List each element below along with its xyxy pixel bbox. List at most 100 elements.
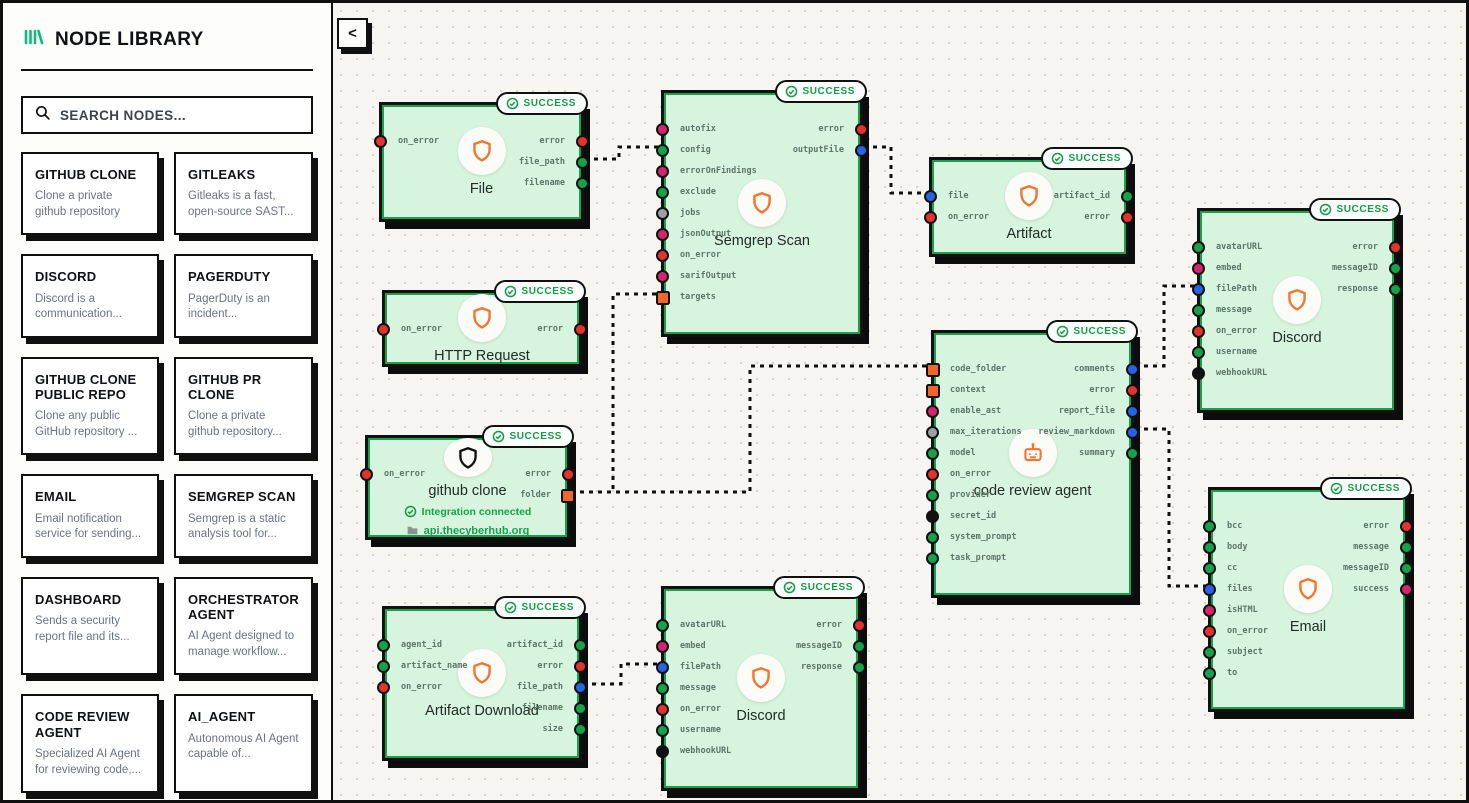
port-output-error[interactable] <box>855 123 868 136</box>
port-input-sarifOutput[interactable] <box>656 270 669 283</box>
port-input-artifact_name[interactable] <box>377 660 390 673</box>
port-input-body[interactable] <box>1203 541 1216 554</box>
port-input-code_folder[interactable] <box>926 363 940 377</box>
port-output-outputFile[interactable] <box>855 144 868 157</box>
port-input-isHTML[interactable] <box>1203 604 1216 617</box>
port-input-to[interactable] <box>1203 667 1216 680</box>
port-output-response[interactable] <box>1389 283 1402 296</box>
search-input[interactable] <box>60 107 300 123</box>
port-input-on_error[interactable] <box>924 211 937 224</box>
port-input-on_error[interactable] <box>1192 325 1205 338</box>
port-output-error[interactable] <box>1126 384 1139 397</box>
port-input-username[interactable] <box>656 724 669 737</box>
port-output-summary[interactable] <box>1126 447 1139 460</box>
port-output-size[interactable] <box>574 723 587 736</box>
port-input-exclude[interactable] <box>656 186 669 199</box>
port-output-filename[interactable] <box>576 177 589 190</box>
port-input-config[interactable] <box>656 144 669 157</box>
port-input-avatarURL[interactable] <box>1192 241 1205 254</box>
port-input-on_error[interactable] <box>656 249 669 262</box>
port-input-model[interactable] <box>926 447 939 460</box>
port-input-files[interactable] <box>1203 583 1216 596</box>
port-output-error[interactable] <box>562 468 575 481</box>
port-output-error[interactable] <box>1400 520 1413 533</box>
port-input-message[interactable] <box>1192 304 1205 317</box>
port-output-filename[interactable] <box>574 702 587 715</box>
collapse-sidebar-button[interactable]: < <box>337 18 368 49</box>
port-output-response[interactable] <box>853 661 866 674</box>
port-input-on_error[interactable] <box>1203 625 1216 638</box>
port-output-error[interactable] <box>1121 211 1134 224</box>
port-input-cc[interactable] <box>1203 562 1216 575</box>
port-input-embed[interactable] <box>1192 262 1205 275</box>
port-input-bcc[interactable] <box>1203 520 1216 533</box>
port-input-on_error[interactable] <box>656 703 669 716</box>
port-input-embed[interactable] <box>656 640 669 653</box>
port-output-error[interactable] <box>574 660 587 673</box>
port-input-errorOnFindings[interactable] <box>656 165 669 178</box>
port-input-on_error[interactable] <box>926 468 939 481</box>
port-input-provider[interactable] <box>926 489 939 502</box>
port-input-enable_ast[interactable] <box>926 405 939 418</box>
port-input-autofix[interactable] <box>656 123 669 136</box>
port-input-subject[interactable] <box>1203 646 1216 659</box>
port-output-artifact_id[interactable] <box>574 639 587 652</box>
port-input-avatarURL[interactable] <box>656 619 669 632</box>
port-input-on_error[interactable] <box>377 681 390 694</box>
port-output-folder[interactable] <box>561 489 575 503</box>
port-output-report_file[interactable] <box>1126 405 1139 418</box>
port-input-agent_id[interactable] <box>377 639 390 652</box>
port-input-targets[interactable] <box>656 291 670 305</box>
port-input-filePath[interactable] <box>1192 283 1205 296</box>
port-output-review_markdown[interactable] <box>1126 426 1139 439</box>
port-input-filePath[interactable] <box>656 661 669 674</box>
port-input-on_error[interactable] <box>377 323 390 336</box>
port-input-file[interactable] <box>924 190 937 203</box>
port-output-messageID[interactable] <box>1400 562 1413 575</box>
port-input-message[interactable] <box>656 682 669 695</box>
port-output-error[interactable] <box>1389 241 1402 254</box>
port-input-task_prompt[interactable] <box>926 552 939 565</box>
port-input-webhookURL[interactable] <box>656 745 669 758</box>
port-output-artifact_id[interactable] <box>1121 190 1134 203</box>
port-input-on_error[interactable] <box>360 468 373 481</box>
port-input-webhookURL[interactable] <box>1192 367 1205 380</box>
port-input-username[interactable] <box>1192 346 1205 359</box>
port-output-error[interactable] <box>576 135 589 148</box>
port-input-on_error[interactable] <box>374 135 387 148</box>
port-input-jobs[interactable] <box>656 207 669 220</box>
port-input-jsonOutput[interactable] <box>656 228 669 241</box>
port-output-messageID[interactable] <box>1389 262 1402 275</box>
port-input-max_iterations[interactable] <box>926 426 939 439</box>
port-output-file_path[interactable] <box>576 156 589 169</box>
port-input-context[interactable] <box>926 384 940 398</box>
port-output-error[interactable] <box>574 323 587 336</box>
port-output-success[interactable] <box>1400 583 1413 596</box>
port-output-error[interactable] <box>853 619 866 632</box>
port-input-system_prompt[interactable] <box>926 531 939 544</box>
port-output-file_path[interactable] <box>574 681 587 694</box>
